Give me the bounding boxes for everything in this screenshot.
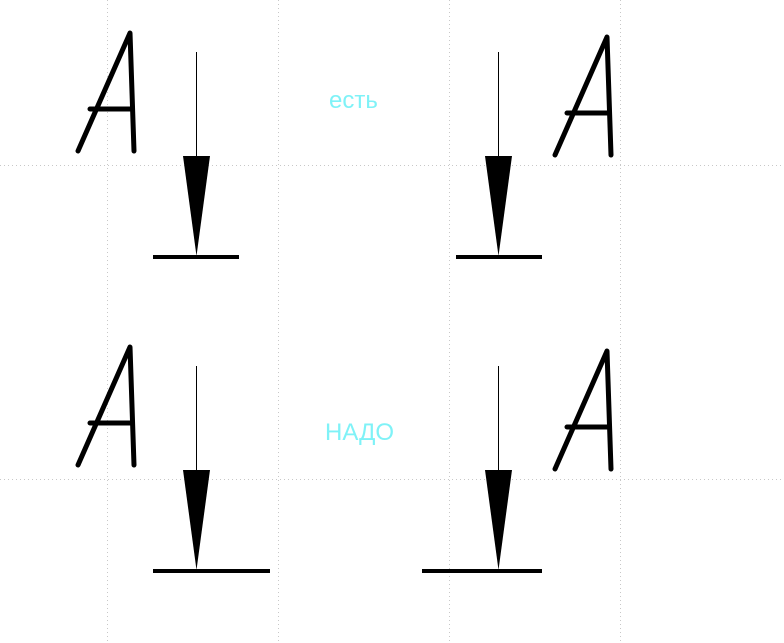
letter-a-glyph	[78, 33, 134, 151]
letter-a-glyph	[555, 351, 611, 469]
symbol-top-left	[78, 33, 239, 259]
arrow-head	[183, 470, 210, 570]
symbol-bottom-left	[78, 347, 270, 573]
base-line	[153, 569, 270, 573]
letter-a-glyph	[78, 347, 134, 465]
label-current: есть	[329, 87, 378, 114]
base-line	[456, 255, 542, 259]
symbol-bottom-right	[422, 351, 611, 573]
letter-a-glyph	[555, 37, 611, 155]
base-line	[422, 569, 542, 573]
arrow-head	[183, 156, 210, 256]
symbol-top-right	[456, 37, 611, 259]
label-required: НАДО	[325, 419, 395, 446]
arrow-head	[485, 470, 512, 570]
base-line	[153, 255, 239, 259]
arrow-head	[485, 156, 512, 256]
